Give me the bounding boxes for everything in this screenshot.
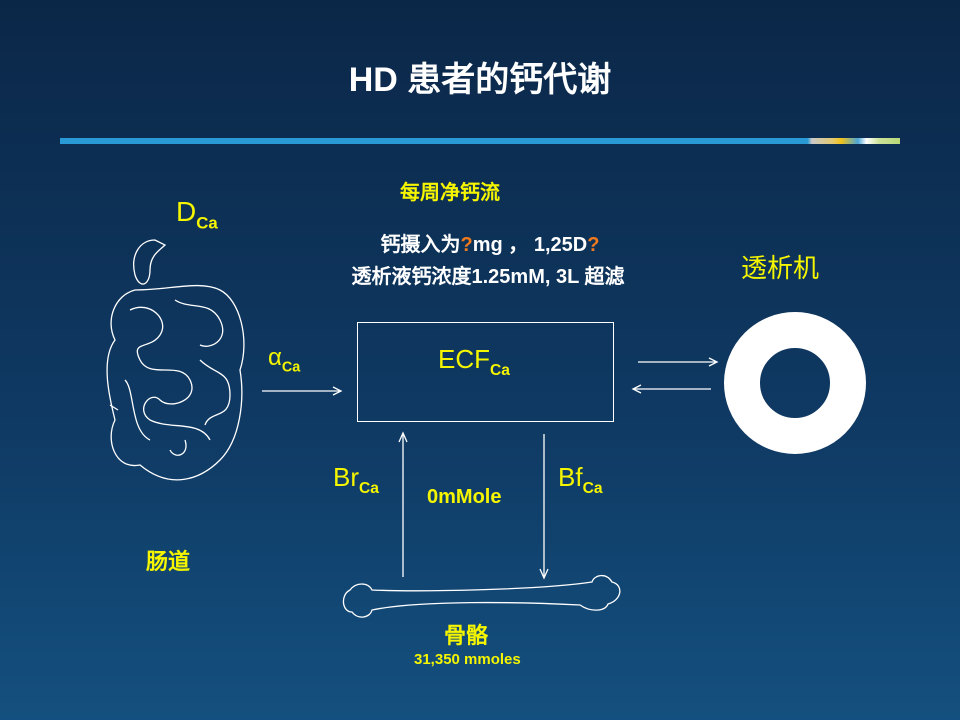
- intake-prefix: 钙摄入为: [380, 234, 461, 256]
- title-divider-bar: [60, 138, 900, 144]
- dialysate-line: 透析液钙浓度1.25mM, 3L 超滤: [351, 266, 625, 288]
- unknown-mark: ?: [587, 234, 600, 256]
- ecf-box: [357, 322, 614, 422]
- unknown-mark: ?: [460, 234, 473, 256]
- alpha-ca-label: αCa: [268, 344, 301, 376]
- intake-mid: mg ， 1,25D: [472, 234, 588, 256]
- bone-amount: 31,350 mmoles: [414, 651, 521, 668]
- net-bone-flux: 0mMole: [427, 486, 502, 508]
- bf-label: BfCa: [558, 462, 603, 498]
- br-label: BrCa: [333, 462, 379, 498]
- dialyzer-ring-icon: [724, 312, 866, 454]
- intestine-icon: [106, 239, 245, 481]
- gut-label: 肠道: [146, 549, 191, 574]
- slide-title: HD 患者的钙代谢: [348, 61, 612, 99]
- bone-label: 骨骼: [444, 623, 489, 648]
- bone-icon: [342, 574, 621, 618]
- dca-label: DCa: [176, 196, 218, 233]
- intake-line: 钙摄入为?mg ， 1,25D?: [0, 228, 960, 257]
- dialyzer-label: 透析机: [741, 253, 820, 283]
- ecf-label: ECFCa: [438, 344, 510, 380]
- flow-heading: 每周净钙流: [400, 182, 500, 204]
